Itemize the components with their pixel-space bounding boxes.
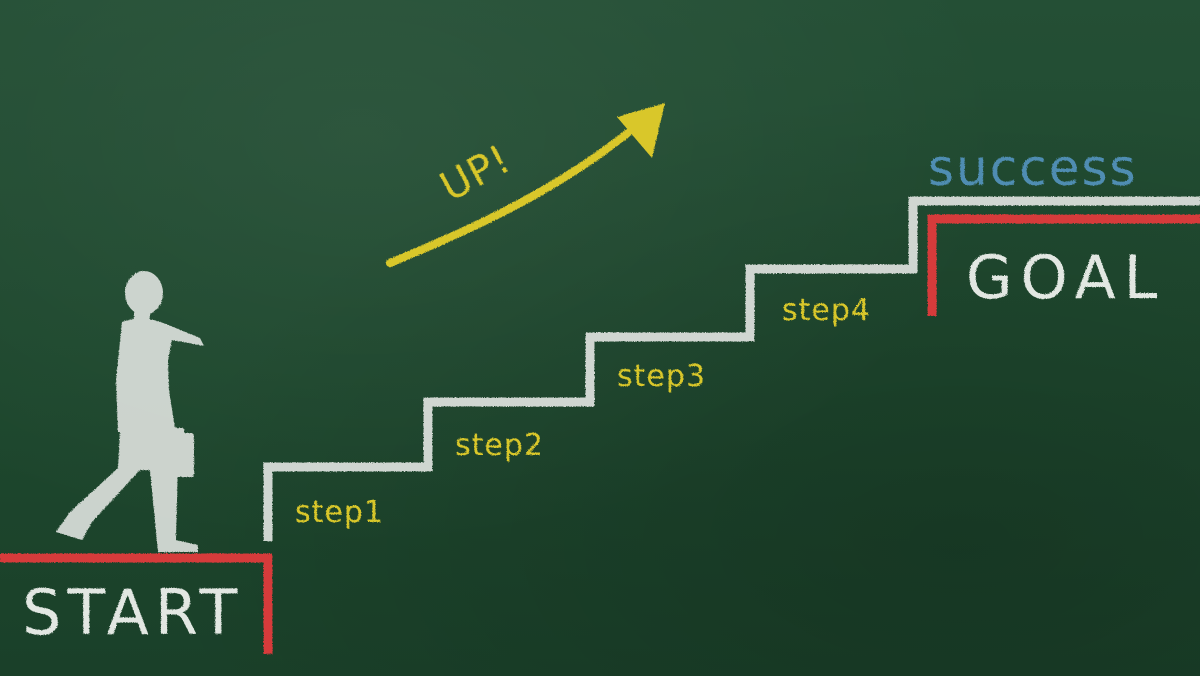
start-platform-line: [0, 553, 273, 654]
goal-platform-line: [927, 214, 1200, 316]
up-arrow-icon: [386, 103, 665, 267]
step-1-label: step1: [295, 495, 384, 530]
step-2-label: step2: [455, 428, 544, 463]
goal-label: GOAL: [966, 243, 1165, 313]
businessman-silhouette: [56, 271, 204, 552]
start-label: START: [22, 576, 243, 649]
up-label: UP!: [433, 136, 519, 211]
success-label: success: [928, 139, 1138, 197]
step-4-label: step4: [782, 293, 871, 328]
staircase-line: [263, 196, 1200, 541]
step-3-label: step3: [617, 359, 706, 394]
